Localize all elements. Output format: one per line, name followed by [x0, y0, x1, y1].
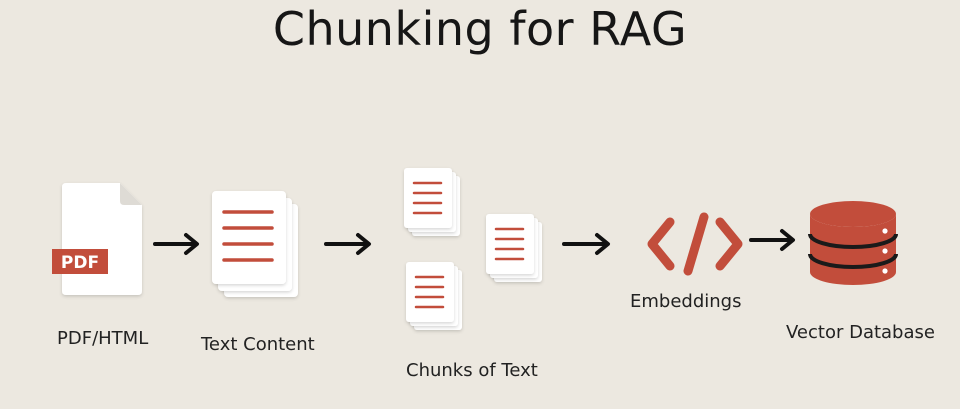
step-label-text-content: Text Content	[201, 334, 315, 355]
document-stack-icon	[212, 191, 298, 297]
step-label-pdf-html: PDF/HTML	[57, 328, 149, 349]
pdf-badge-text: PDF	[61, 253, 99, 273]
database-icon	[808, 201, 898, 285]
arrow-right-icon	[749, 229, 795, 251]
step-label-embeddings: Embeddings	[630, 291, 742, 312]
arrow-right-icon	[562, 233, 610, 255]
arrow-right-icon	[153, 233, 199, 255]
chunk-document-icon	[486, 214, 542, 282]
step-label-vector-database: Vector Database	[786, 322, 935, 343]
chunk-document-icon	[404, 168, 460, 236]
arrow-right-icon	[324, 233, 371, 255]
pdf-file-icon: PDF	[52, 183, 142, 295]
step-label-chunks-of-text: Chunks of Text	[406, 360, 538, 381]
diagram-title: Chunking for RAG	[272, 2, 688, 56]
pdf-badge	[52, 249, 108, 274]
code-brackets-icon	[647, 212, 743, 276]
chunk-document-icon	[406, 262, 462, 330]
